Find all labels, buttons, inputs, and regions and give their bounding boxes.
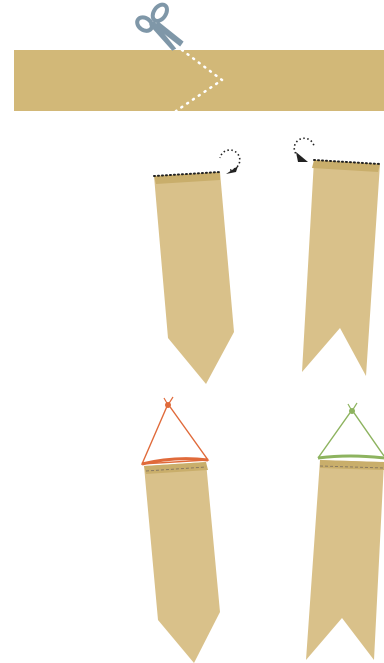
hanging-pennant-swallowtail <box>306 403 384 660</box>
step-fold <box>154 138 380 384</box>
curved-arrow-icon <box>220 150 240 174</box>
step-cut <box>14 0 384 111</box>
scissors-icon <box>135 0 195 53</box>
pennant-swallowtail <box>294 138 380 376</box>
fabric-strip <box>14 50 384 111</box>
hanging-pennant-pointed <box>142 397 220 663</box>
pennant-pointed <box>154 150 240 384</box>
step-hang <box>142 397 384 663</box>
hanging-string <box>318 410 384 458</box>
curved-arrow-icon <box>294 138 314 162</box>
hanging-string <box>142 404 208 464</box>
